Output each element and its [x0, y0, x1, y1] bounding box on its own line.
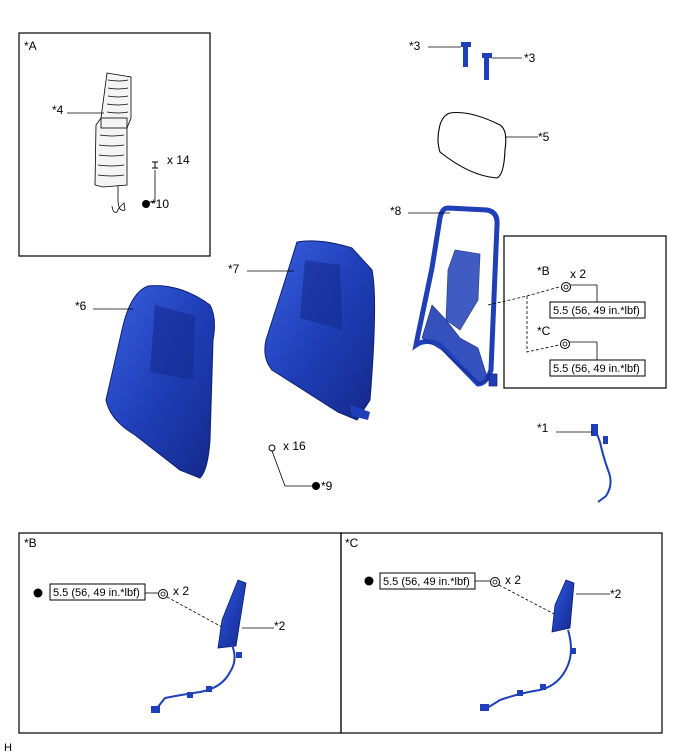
bullet-b: [33, 588, 43, 598]
dashed-leader-c: [526, 296, 560, 353]
callout-7: *7: [228, 262, 240, 276]
torque-1: 5.5 (56, 49 in.*lbf): [553, 305, 640, 317]
seat-heater-mat: [94, 72, 132, 213]
bullet-c: [364, 576, 374, 586]
box-a-frame: [18, 32, 211, 257]
callout-4: *4: [52, 103, 64, 117]
seatback-cover: [105, 285, 215, 479]
torque-box-1: [549, 301, 646, 319]
bullet-9: [312, 482, 320, 490]
torque-box-3: [49, 583, 146, 601]
frame-detail-inset: [503, 235, 667, 389]
nut-c: [560, 339, 570, 349]
figure-code: H: [4, 742, 12, 754]
wire-harness: [593, 425, 612, 503]
nut-c-detail: [490, 577, 500, 587]
torque-box-2: [549, 359, 646, 377]
qty-10: x 14: [167, 153, 190, 167]
qty-b-detail: x 2: [173, 584, 189, 598]
callout-3-right: *3: [524, 51, 536, 65]
callout-9: *9: [321, 479, 333, 493]
box-b-label: *B: [24, 536, 37, 550]
callout-2-b: *2: [274, 619, 286, 633]
bullet-10: [142, 200, 150, 208]
qty-c-detail: x 2: [505, 573, 521, 587]
side-airbag-c: [480, 579, 576, 711]
qty-b-top: x 2: [570, 267, 586, 281]
torque-3: 5.5 (56, 49 in.*lbf): [53, 587, 140, 599]
callout-8: *8: [390, 204, 402, 218]
headrest-pad: [437, 111, 507, 179]
torque-2: 5.5 (56, 49 in.*lbf): [553, 363, 640, 375]
callout-1: *1: [537, 421, 549, 435]
inset-label-b: *B: [537, 264, 550, 278]
side-airbag-b: [151, 579, 247, 713]
hog-ring-clip: [152, 161, 158, 169]
dashed-leader-b: [487, 286, 560, 306]
torque-4: 5.5 (56, 49 in.*lbf): [383, 576, 470, 588]
callout-2-c: *2: [610, 587, 622, 601]
nut-b: [561, 282, 571, 292]
box-b-frame: [18, 532, 342, 734]
box-c-label: *C: [345, 536, 359, 550]
inset-label-c: *C: [537, 324, 551, 338]
box-a-label: *A: [24, 39, 37, 53]
headrest-guide-left: [461, 42, 471, 67]
callout-6: *6: [75, 299, 87, 313]
box-c-frame: [340, 532, 663, 734]
hog-ring: [268, 444, 276, 452]
qty-9: x 16: [283, 439, 306, 453]
seatback-frame: [412, 205, 500, 387]
nut-b-detail: [158, 589, 168, 599]
leader-c9: [271, 450, 314, 487]
seatback-pad: [264, 240, 376, 421]
headrest-guide-right: [482, 53, 492, 80]
callout-3-left: *3: [409, 39, 421, 53]
callout-5: *5: [538, 130, 550, 144]
callout-10: *10: [151, 197, 169, 211]
